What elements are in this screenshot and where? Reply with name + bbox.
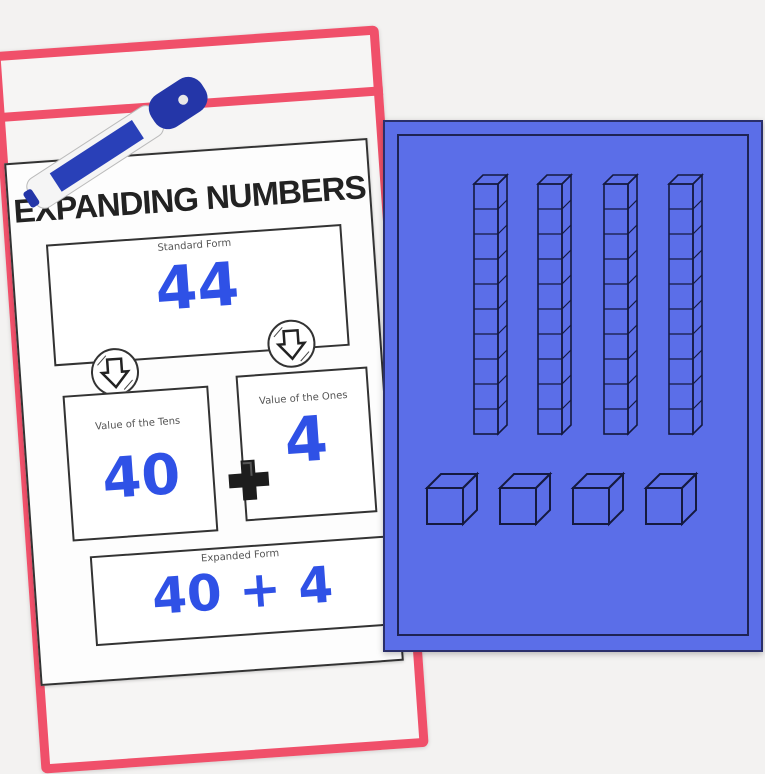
base-ten-blocks xyxy=(399,136,747,634)
photo-scene: EXPANDING NUMBERS Standard Form 44 Value… xyxy=(0,0,765,754)
base-ten-blocks-card xyxy=(383,120,763,652)
ones-cube xyxy=(427,474,477,524)
ones-cube xyxy=(500,474,550,524)
tens-label: Value of the Tens xyxy=(66,414,208,435)
plus-icon xyxy=(224,455,273,504)
tens-rod xyxy=(604,175,637,434)
expanding-numbers-worksheet: EXPANDING NUMBERS Standard Form 44 Value… xyxy=(4,138,404,686)
ones-cube xyxy=(646,474,696,524)
tens-value-box: Value of the Tens 40 xyxy=(63,386,219,542)
tens-rod xyxy=(538,175,571,434)
ones-cube xyxy=(573,474,623,524)
tens-rod xyxy=(474,175,507,434)
expanded-form-box: Expanded Form 40 + 4 xyxy=(90,535,396,646)
tens-value: 40 xyxy=(68,440,214,515)
card-border xyxy=(397,134,749,636)
tens-rod xyxy=(669,175,702,434)
down-arrow-icon xyxy=(266,318,317,369)
dry-erase-marker xyxy=(10,72,230,212)
